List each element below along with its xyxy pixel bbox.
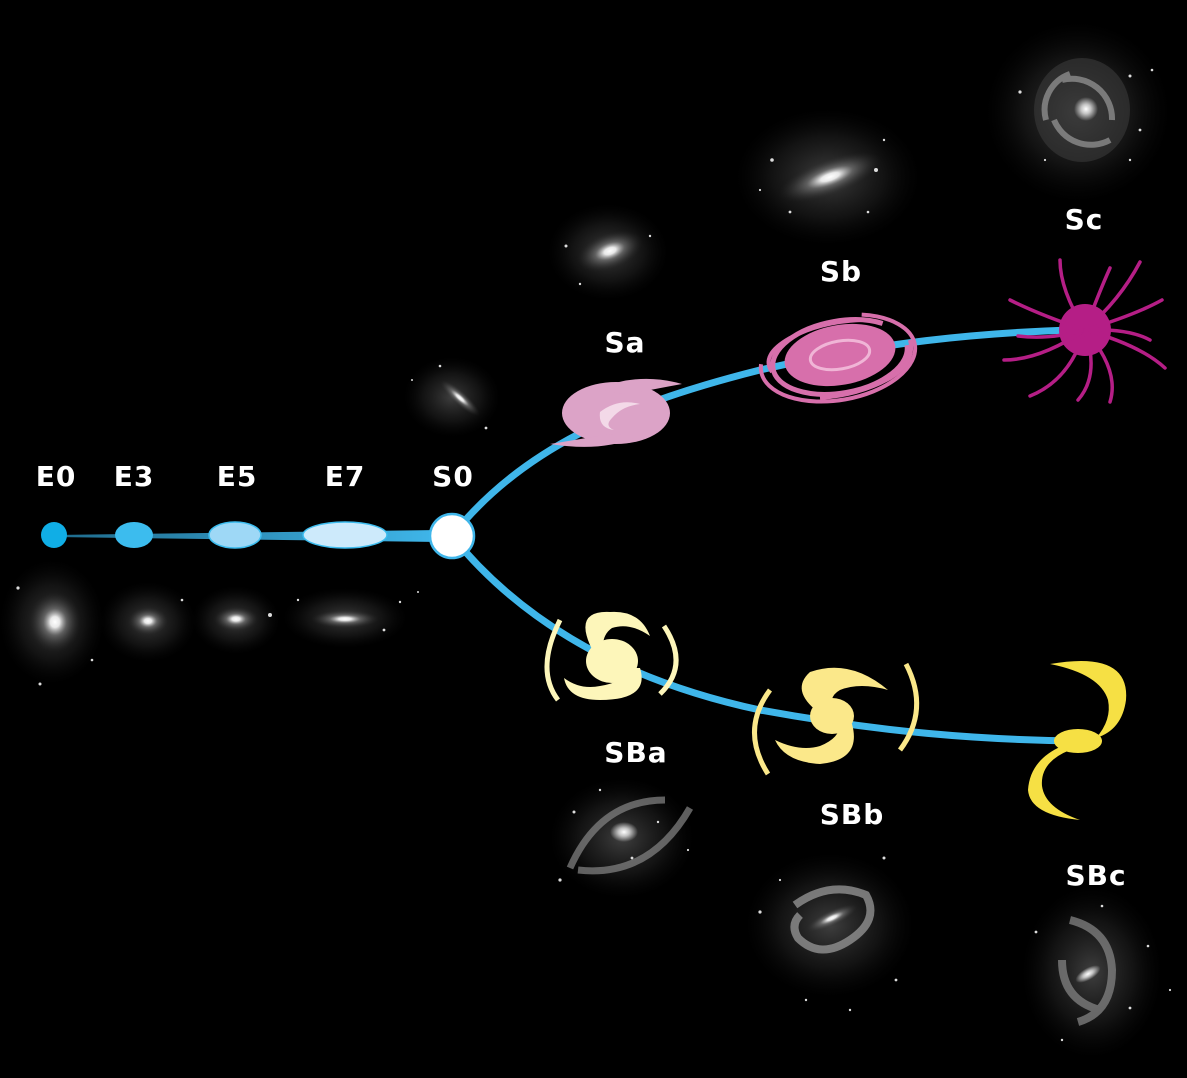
elliptical-photo-e0 [0,560,104,684]
label-sba: SBa [604,736,668,769]
spiral-galaxy-sc-icon [1002,258,1167,404]
label-e3: E3 [113,460,155,493]
barred-spiral-sba-icon [544,611,679,702]
elliptical-e7-icon [302,521,388,549]
elliptical-photo-e7 [283,588,407,648]
label-sa: Sa [604,326,646,359]
spiral-branch-track [448,326,1074,540]
spiral-galaxy-sb-icon [758,312,918,404]
lenticular-photo-s0 [404,357,500,437]
label-e7: E7 [324,460,366,493]
elliptical-e5-icon [208,521,262,549]
label-sbc: SBc [1065,859,1127,892]
elliptical-photo-e3 [100,582,196,662]
elliptical-e0-icon [41,522,67,548]
elliptical-photo-e5 [192,586,280,654]
label-sb: Sb [819,255,863,288]
barred-spiral-sbc-icon [1028,660,1127,820]
spiral-photo-sb [736,109,920,245]
label-e0: E0 [35,460,77,493]
label-s0: S0 [432,460,474,493]
star-field [16,68,1172,1042]
barred-spiral-branch-track [448,532,1084,745]
spiral-photo-sa [548,204,668,300]
spiral-galaxy-sa-icon [550,378,682,447]
label-sc: Sc [1064,203,1104,236]
barred-photo-sbc [1022,886,1162,1058]
spiral-photo-sc [986,22,1170,202]
label-e5: E5 [216,460,258,493]
elliptical-e3-icon [115,522,153,548]
barred-photo-sbb [746,853,914,997]
barred-photo-sba [550,778,694,898]
label-sbb: SBb [819,798,885,831]
lenticular-s0-icon [428,512,476,560]
barred-spiral-sbb-icon [752,662,920,776]
